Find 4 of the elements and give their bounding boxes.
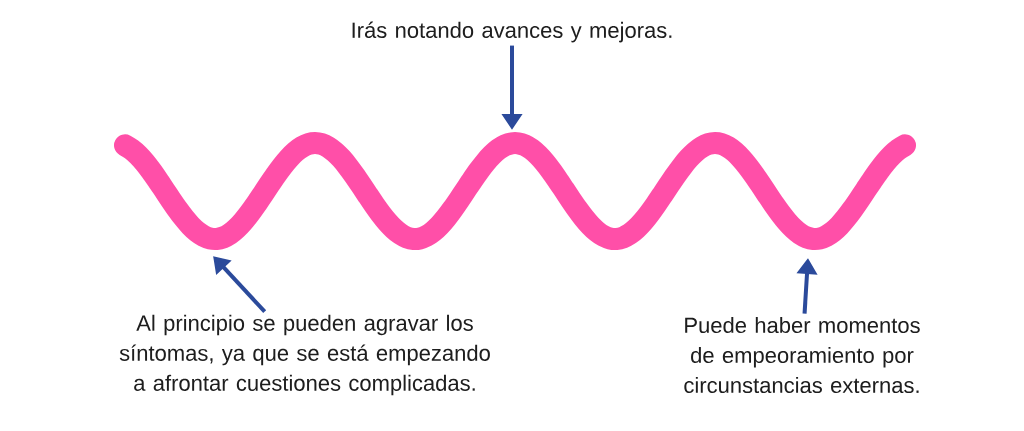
text-label: Puede haber momentos de empeoramiento por circunstancias externas. xyxy=(684,316,920,394)
arrow xyxy=(213,256,267,313)
text-label: Irás notando avances y mejoras. xyxy=(352,21,672,43)
text-label: Al principio se pueden agravar los síntomas, ya que se está empezando a afrontar cuestiones complicadas. xyxy=(119,314,490,396)
